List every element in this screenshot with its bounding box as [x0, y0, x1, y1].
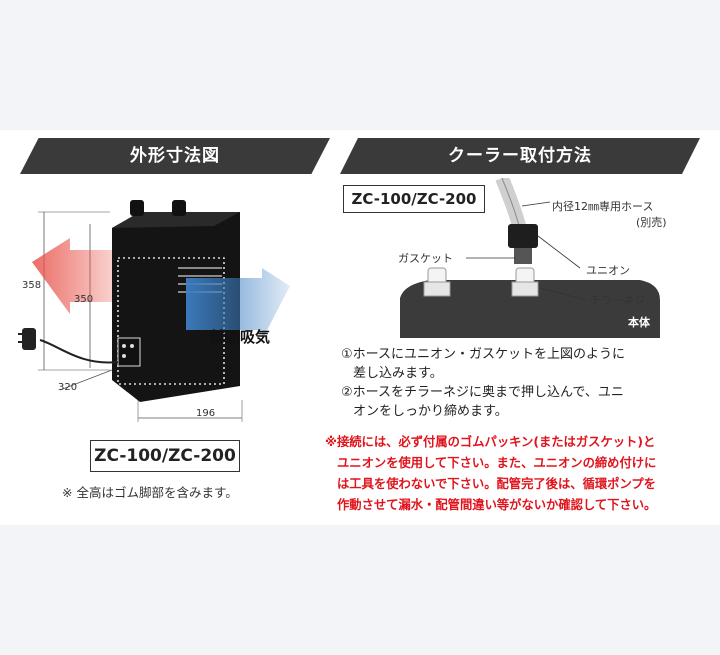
hose-label-sub: (別売): [636, 216, 667, 229]
installation-diagram: [400, 178, 660, 338]
left-model-label: ZC-100/ZC-200: [90, 440, 240, 472]
dim-320: 320: [58, 382, 78, 393]
height-note: ※ 全高はゴム脚部を含みます。: [62, 485, 238, 500]
cooler-dimension-diagram: [18, 200, 290, 422]
step-line: ②ホースをチラーネジに奥まで押し込んで、ユニ: [341, 385, 624, 400]
dim-350: 350: [74, 294, 94, 305]
warning-note: ※接続には、必ず付属のゴムパッキン(またはガスケット)と ユニオンを使用して下さ…: [325, 432, 715, 516]
chiller-screw-label: チラーネジ: [590, 294, 645, 307]
install-steps: ①ホースにユニオン・ガスケットを上図のように 差し込みます。 ②ホースをチラーネ…: [341, 345, 701, 421]
intake-arrow: [186, 268, 290, 340]
step-line: オンをしっかり締めます。: [353, 404, 508, 419]
hose-label: 内径12㎜専用ホース: [552, 200, 654, 213]
dim-358: 358: [22, 280, 42, 291]
dimension-banner: 外形寸法図: [20, 138, 330, 174]
union-label: ユニオン: [586, 264, 630, 277]
step-line: ①ホースにユニオン・ガスケットを上図のように: [341, 347, 626, 362]
warning-line: は工具を使わないで下さい。配管完了後は、循環ポンプを: [337, 477, 656, 491]
gasket-label: ガスケット: [398, 252, 453, 265]
body-label: 本体: [628, 316, 650, 329]
warning-line: 作動させて漏水・配管間違い等がないか確認して下さい。: [337, 498, 657, 512]
installation-banner: クーラー取付方法: [340, 138, 700, 174]
dim-196: 196: [196, 408, 216, 419]
right-model-label: ZC-100/ZC-200: [343, 185, 485, 213]
step-line: 差し込みます。: [353, 366, 443, 381]
warning-line: ※接続には、必ず付属のゴムパッキン(またはガスケット)と: [325, 435, 656, 449]
intake-label: 前面吸気: [210, 328, 271, 346]
warning-line: ユニオンを使用して下さい。また、ユニオンの締め付けに: [337, 456, 657, 470]
